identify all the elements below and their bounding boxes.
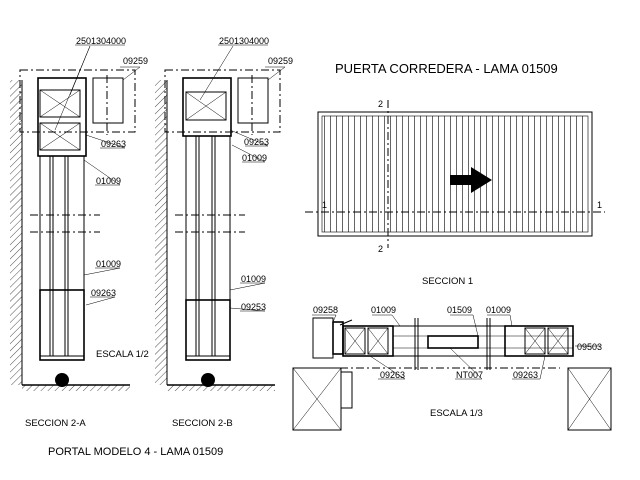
label-09503: 09503	[577, 342, 602, 352]
label-09263-a-top: 09263	[101, 139, 126, 149]
label-01009-a-bottom: 01009	[96, 259, 121, 269]
label-01009-b-top: 01009	[242, 153, 267, 163]
section-2b-drawing	[155, 44, 286, 391]
label-01509: 01509	[447, 305, 472, 315]
label-01009-right: 01009	[486, 305, 511, 315]
label-2501304000-a: 2501304000	[76, 36, 126, 46]
label-09263-right: 09263	[513, 370, 538, 380]
section-mark-1-right: 1	[597, 200, 602, 210]
label-NT007: NT007	[456, 370, 483, 380]
arrow-right-icon	[450, 167, 492, 193]
section-2a-drawing	[10, 44, 141, 391]
door-elevation: 1 1 2 2	[305, 99, 605, 254]
wall-left	[292, 367, 342, 431]
label-09259-a: 09259	[123, 56, 148, 66]
label-01009-a-top: 01009	[96, 176, 121, 186]
label-01009-b-bottom: 01009	[241, 274, 266, 284]
label-09263-left: 09263	[380, 370, 405, 380]
section-2b-caption: SECCION 2-B	[172, 418, 233, 429]
label-2501304000-b: 2501304000	[219, 36, 269, 46]
section-2a-scale: ESCALA 1/2	[96, 349, 149, 360]
section-1-scale: ESCALA 1/3	[430, 408, 483, 419]
section-1-caption: SECCION 1	[422, 276, 473, 287]
section-mark-2-top: 2	[378, 99, 383, 109]
label-09253-b-bottom: 09253	[241, 302, 266, 312]
footer-title: PORTAL MODELO 4 - LAMA 01509	[48, 446, 223, 458]
section-1-drawing	[292, 314, 612, 431]
section-mark-1-left: 1	[322, 200, 327, 210]
label-09253-b-top: 09253	[244, 137, 269, 147]
label-01009-left: 01009	[371, 305, 396, 315]
section-2a-caption: SECCION 2-A	[25, 418, 86, 429]
section-mark-2-bottom: 2	[378, 244, 383, 254]
label-09258: 09258	[313, 305, 338, 315]
wall-right	[567, 367, 612, 431]
main-title: PUERTA CORREDERA - LAMA 01509	[335, 61, 558, 76]
label-09263-a-bottom: 09263	[91, 288, 116, 298]
label-09259-b: 09259	[268, 56, 293, 66]
